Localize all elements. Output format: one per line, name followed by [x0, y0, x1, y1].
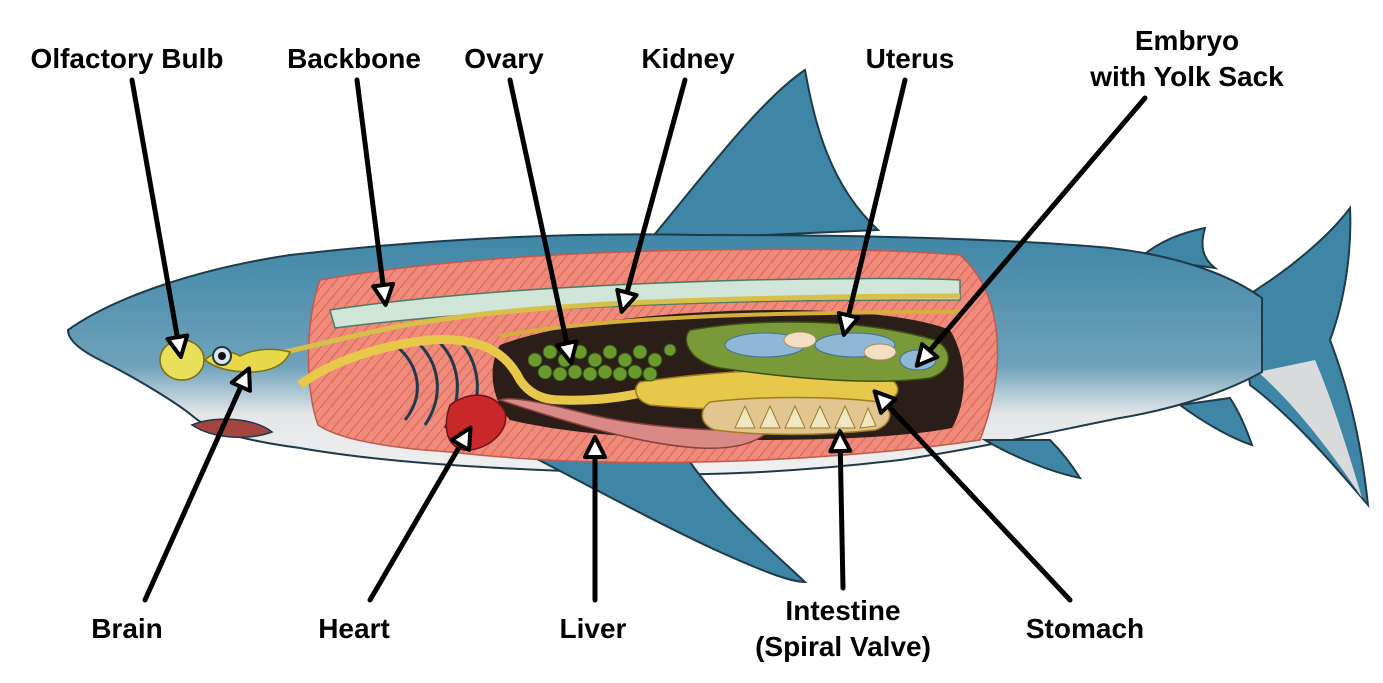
arrow-embryo: [914, 95, 1148, 368]
anal-fin: [1177, 396, 1254, 447]
label-uterus: Uterus: [865, 43, 955, 74]
spiral-valve: [734, 404, 877, 429]
arrow-kidney: [615, 77, 688, 314]
label-intestine-line2: (Spiral Valve): [755, 631, 931, 662]
label-stomach: Stomach: [1025, 613, 1145, 644]
label-intestine-line1: Intestine: [785, 595, 901, 626]
arrow-heart: [367, 425, 473, 603]
arrow-ovary: [507, 77, 579, 365]
yolk-sacks: [783, 331, 897, 361]
label-olfactory-bulb: Olfactory Bulb: [30, 43, 224, 74]
arrow-stomach: [872, 389, 1073, 603]
pelvic-fin: [981, 439, 1083, 480]
arrow-intestine: [828, 429, 853, 591]
arrow-olfactory-bulb: [129, 77, 190, 359]
arrow-brain: [142, 366, 252, 603]
label-embryo-line2: with Yolk Sack: [1090, 61, 1284, 92]
mouth: [190, 418, 274, 439]
pointer-arrows: [129, 77, 1148, 603]
olfactory-bulb-shape: [159, 339, 205, 381]
pectoral-fin: [499, 439, 808, 584]
arrow-backbone: [354, 77, 396, 307]
label-heart: Heart: [318, 613, 390, 644]
label-kidney: Kidney: [641, 43, 735, 74]
dorsal-fin: [647, 68, 881, 242]
label-backbone: Backbone: [287, 43, 421, 74]
arrow-uterus: [836, 77, 908, 337]
label-liver: Liver: [559, 613, 627, 644]
ovary-shape: [527, 343, 677, 382]
label-ovary: Ovary: [464, 43, 544, 74]
label-brain: Brain: [91, 613, 163, 644]
kidney-shape: [499, 310, 961, 338]
label-embryo-line1: Embryo: [1134, 25, 1240, 56]
